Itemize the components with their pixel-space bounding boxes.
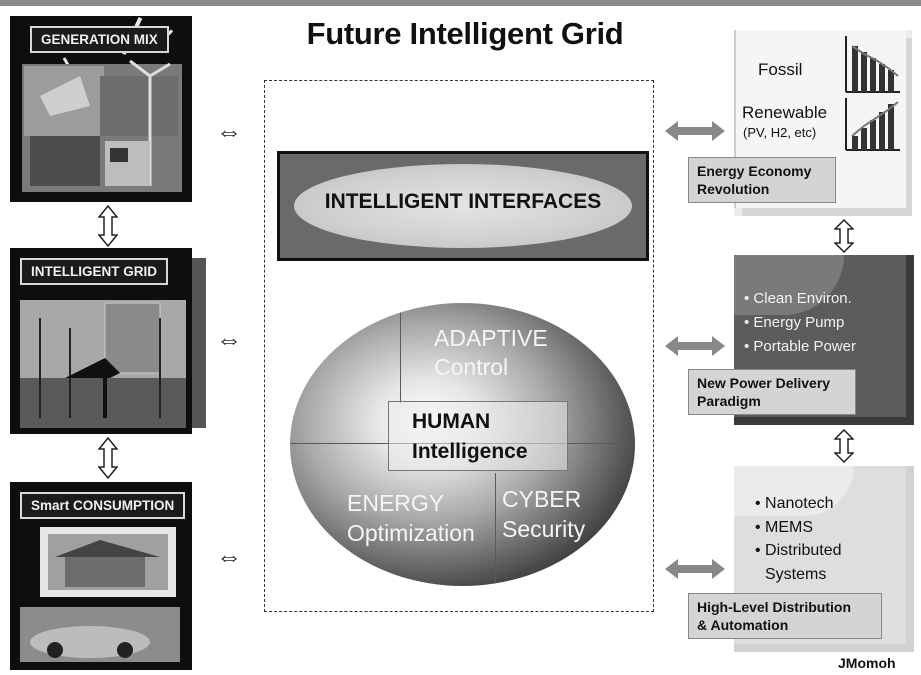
control-label: Control: [434, 354, 509, 380]
consumption-photo-collage: [20, 527, 180, 662]
power-delivery-label-line1: New Power Delivery: [697, 375, 831, 391]
intelligent-interfaces-label: INTELLIGENT INTERFACES: [324, 190, 602, 213]
left-vertical-arrow-2: [98, 437, 118, 479]
power-delivery-label-line2: Paradigm: [697, 393, 761, 409]
intelligence-label: Intelligence: [412, 440, 528, 463]
grid-link-arrow: ⇔: [216, 324, 242, 354]
smart-consumption-header: Smart CONSUMPTION: [20, 492, 186, 519]
sphere-divider-vertical-top: [400, 303, 401, 403]
right-vertical-arrow-2: [834, 429, 854, 463]
renewable-note: (PV, H2, etc): [743, 125, 817, 140]
bullet-text: Portable Power: [753, 338, 856, 355]
bullet-text: Clean Environ.: [753, 290, 852, 307]
human-intelligence-box: [388, 401, 568, 471]
power-delivery-label: New Power Delivery Paradigm: [688, 369, 856, 415]
core-sphere: [290, 303, 635, 586]
generation-mix-header: GENERATION MIX: [30, 26, 169, 53]
consumption-link-arrow: ⇔: [216, 541, 242, 571]
bullet-clean-environ: • Clean Environ.: [744, 290, 852, 307]
power-delivery-bullets: • Clean Environ. • Energy Pump • Portabl…: [744, 287, 856, 359]
bullet-portable-power: • Portable Power: [744, 338, 856, 355]
renewable-bar-chart-icon: [845, 98, 900, 151]
renewable-label: Renewable: [742, 103, 828, 122]
bullet-text: Nanotech: [765, 495, 834, 512]
interfaces-ellipse: [294, 164, 632, 248]
grid-panel-shadow: [192, 258, 206, 428]
energy-economy-label-line2: Revolution: [697, 181, 770, 197]
energy-label: ENERGY: [347, 490, 445, 516]
fossil-bar-chart-icon: [845, 36, 900, 93]
sphere-divider-vertical-bottom: [495, 473, 496, 586]
bullet-energy-pump: • Energy Pump: [744, 314, 845, 331]
distribution-bullets: • Nanotech • MEMS • Distributed Systems: [755, 492, 842, 586]
bullet-text: Energy Pump: [753, 314, 845, 331]
distribution-link-arrow: [665, 559, 725, 579]
energy-economy-label-line1: Energy Economy: [697, 163, 812, 179]
bullet-systems: Systems: [755, 563, 842, 587]
right-vertical-arrow-1: [834, 219, 854, 253]
bullet-nanotech: • Nanotech: [755, 495, 834, 512]
generation-mix-panel: GENERATION MIX: [10, 16, 192, 202]
generation-photo-collage: [22, 59, 182, 192]
security-label: Security: [502, 516, 586, 542]
bullet-distributed: • Distributed: [755, 542, 842, 559]
left-vertical-arrow-1: [98, 205, 118, 247]
human-label: HUMAN: [412, 410, 491, 433]
distribution-label-line2: & Automation: [697, 617, 789, 633]
adaptive-label: ADAPTIVE: [434, 325, 548, 351]
intelligent-interfaces-box: INTELLIGENT INTERFACES: [277, 151, 649, 261]
energy-economy-label: Energy Economy Revolution: [688, 157, 836, 203]
power-delivery-link-arrow: [665, 336, 725, 356]
optimization-label: Optimization: [347, 520, 475, 546]
fossil-label: Fossil: [758, 60, 803, 79]
central-framework-box: [264, 80, 654, 612]
generation-link-arrow: ⇔: [216, 116, 242, 146]
top-rule: [0, 0, 921, 6]
bullet-mems: • MEMS: [755, 518, 814, 536]
distribution-label-line1: High-Level Distribution: [697, 599, 851, 615]
cyber-label: CYBER: [502, 486, 582, 512]
energy-economy-link-arrow: [665, 121, 725, 141]
distribution-label: High-Level Distribution & Automation: [688, 593, 882, 639]
intelligent-grid-header: INTELLIGENT GRID: [20, 258, 168, 285]
author-credit: JMomoh: [838, 655, 896, 671]
bullet-text: Systems: [765, 565, 827, 583]
diagram-title: Future Intelligent Grid: [306, 16, 624, 51]
smart-consumption-panel: Smart CONSUMPTION: [10, 482, 192, 670]
bullet-text: Distributed: [765, 542, 842, 559]
bullet-text: MEMS: [765, 518, 814, 536]
intelligent-grid-panel: INTELLIGENT GRID: [10, 248, 192, 434]
distribution-panel: [734, 466, 914, 652]
grid-photo-collage: [20, 300, 186, 428]
